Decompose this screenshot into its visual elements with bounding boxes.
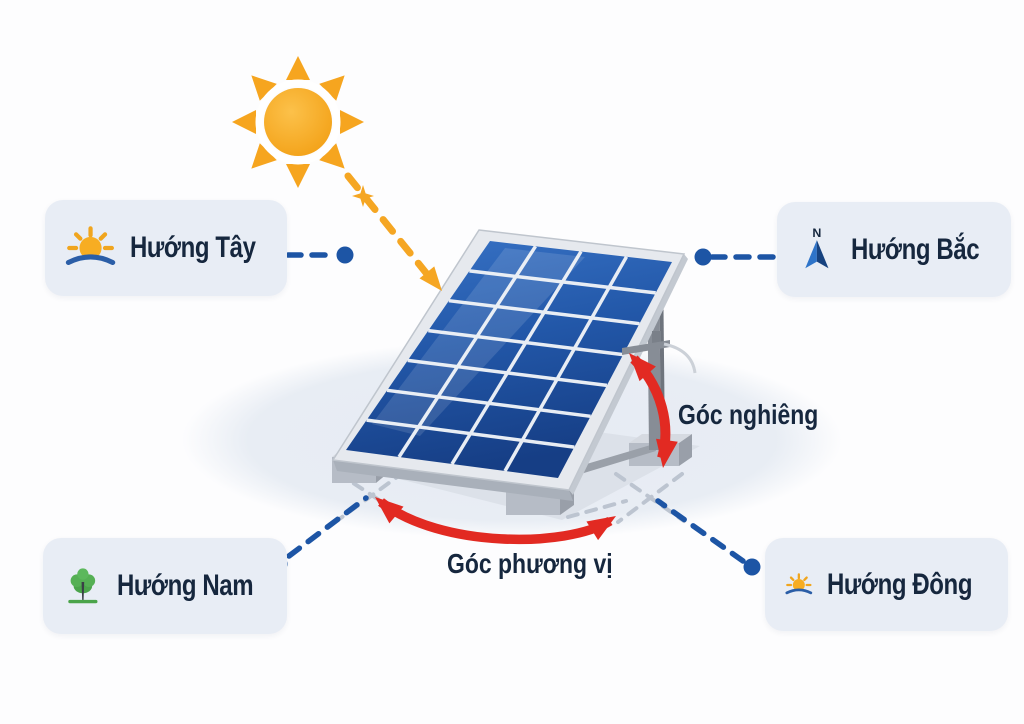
card-north: N Hướng Bắc xyxy=(777,202,1011,297)
sun-icon xyxy=(232,56,364,188)
panel-grid xyxy=(366,245,656,472)
compass-n-letter: N xyxy=(812,225,821,239)
solar-panel xyxy=(331,229,688,501)
panel-cell-area xyxy=(346,241,672,478)
panel-cable xyxy=(663,342,697,374)
connector-dot-east xyxy=(743,558,761,576)
sunset-horizon-icon xyxy=(65,226,116,266)
sunlight-arrow xyxy=(344,172,442,291)
azimuth-angle-arrow xyxy=(375,497,616,545)
card-west-label: Hướng Tây xyxy=(130,231,256,264)
tilt-angle-label: Góc nghiêng xyxy=(678,399,819,430)
card-east-label: Hướng Đông xyxy=(826,567,972,601)
tilt-angle-arrow xyxy=(629,353,678,468)
support-crossbar xyxy=(622,331,697,374)
connector-east xyxy=(655,498,746,564)
north-compass-arrow-icon: N xyxy=(805,225,829,268)
card-south: Hướng Nam xyxy=(43,538,287,634)
sparkle-icon xyxy=(352,185,374,207)
card-north-label: Hướng Bắc xyxy=(850,232,980,266)
card-east: Hướng Đông xyxy=(765,538,1008,631)
tree-icon xyxy=(68,568,98,604)
card-south-label: Hướng Nam xyxy=(116,569,254,602)
connector-south xyxy=(286,495,369,559)
azimuth-angle-label: Góc phương vị xyxy=(447,548,613,579)
connector-dot-west xyxy=(336,246,354,264)
card-west: Hướng Tây xyxy=(45,200,287,296)
sunrise-horizon-icon xyxy=(785,572,813,594)
connector-dot-north xyxy=(694,248,712,266)
